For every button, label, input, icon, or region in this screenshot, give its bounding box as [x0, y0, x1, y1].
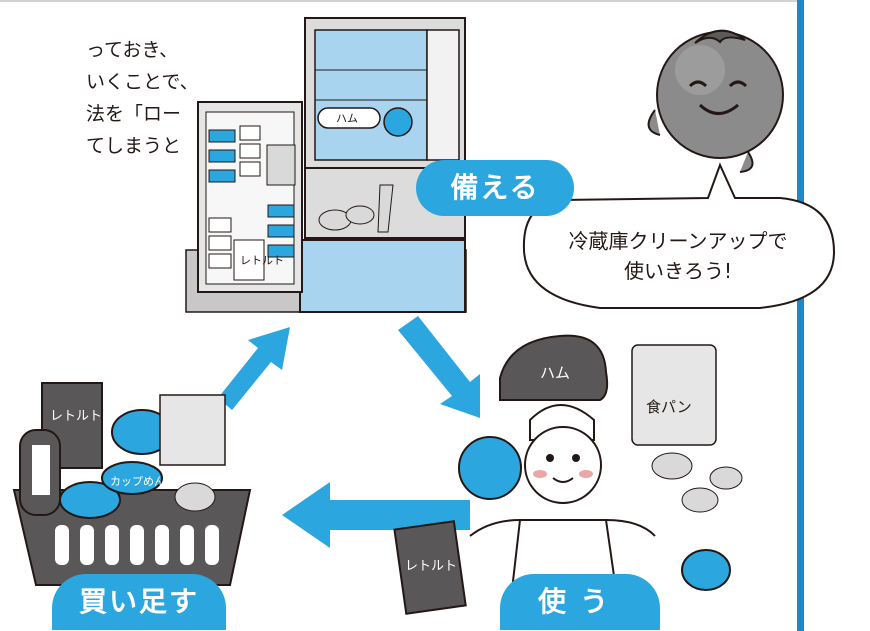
mascot-character	[647, 29, 784, 173]
refrigerator	[185, 17, 467, 313]
top-divider	[0, 0, 800, 12]
body-text-line: 法を「ロー	[86, 103, 182, 125]
basket-cup-noodle-label: カップめん	[110, 475, 165, 488]
shopping-basket	[12, 382, 252, 586]
speech-bubble-shape	[522, 162, 836, 309]
restock-label-text: 買い足す	[78, 585, 199, 618]
body-text-line: いくことで、	[86, 71, 199, 93]
cycle-arrows	[218, 316, 480, 548]
speech-bubble-line-1: 冷蔵庫クリーンアップで	[568, 229, 788, 253]
basket-retort-label: レトルト	[50, 409, 102, 424]
bread-label: 食パン	[646, 398, 692, 416]
body-text-line: っておき、	[86, 39, 179, 61]
retort-label: レトルト	[405, 559, 457, 574]
prepare-label-text: 備える	[450, 171, 540, 204]
speech-bubble-line-2: 使いきろう!	[623, 259, 733, 283]
restock-label: 買い足す	[52, 574, 226, 630]
body-text-line: てしまうと	[86, 135, 182, 157]
person-with-food: ハム 食パン レトルト	[393, 334, 743, 615]
prepare-label: 備える	[416, 160, 574, 216]
use-label: 使う	[500, 574, 660, 630]
body-text: っておき、 いくことで、 法を「ロー てしまうと	[86, 34, 199, 162]
use-label-text: 使う	[537, 585, 622, 618]
right-accent-bar	[797, 0, 804, 631]
speech-bubble-text: 冷蔵庫クリーンアップで 使いきろう!	[522, 226, 834, 286]
fridge-retort-label: レトルト	[240, 254, 284, 267]
fridge-ham-label: ハム	[336, 112, 358, 125]
ham-label: ハム	[540, 364, 570, 382]
